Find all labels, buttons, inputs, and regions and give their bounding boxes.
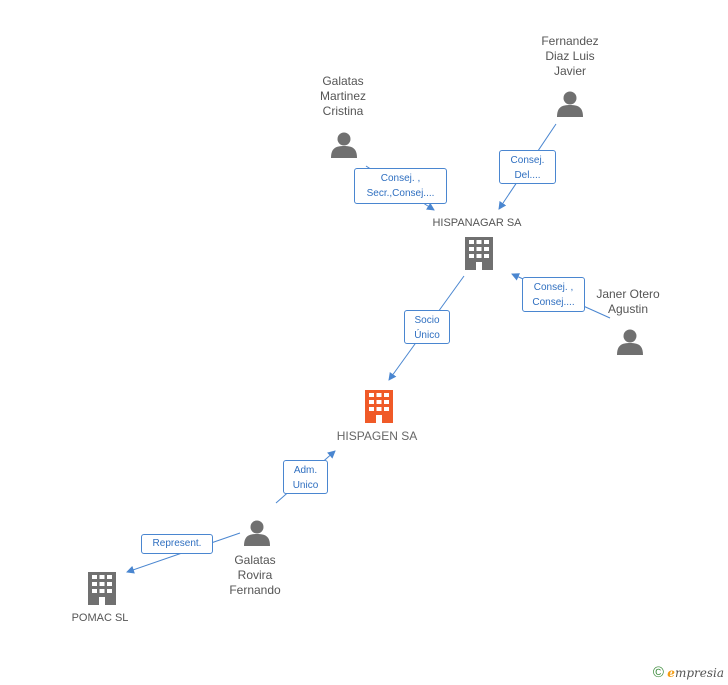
company-name-hispagen[interactable]: HISPAGEN SA (336, 429, 418, 443)
person-icon[interactable] (244, 520, 270, 547)
person-icon[interactable] (331, 132, 357, 159)
person-name-galatas-martinez[interactable]: Galatas Martinez Cristina (319, 74, 366, 118)
person-icon[interactable] (617, 329, 643, 356)
edge-label-galatas-martinez-hispanagar[interactable]: Consej. , Secr.,Consej.... (354, 168, 447, 204)
edge-label-galatas-rovira-hispagen[interactable]: Adm. Unico (283, 460, 328, 494)
brand-footer: © empresia (653, 664, 724, 681)
person-name-galatas-rovira[interactable]: Galatas Rovira Fernando (229, 553, 281, 597)
building-icon[interactable] (465, 237, 493, 270)
person-name-janer[interactable]: Janer Otero Agustin (596, 287, 660, 316)
person-icon[interactable] (557, 91, 583, 118)
brand-logo: empresia (667, 666, 724, 680)
person-name-fernandez[interactable]: Fernandez Diaz Luis Javier (541, 34, 599, 78)
building-icon[interactable] (88, 572, 116, 605)
edge-label-galatas-rovira-pomac[interactable]: Represent. (141, 534, 213, 554)
edge-label-fernandez-hispanagar[interactable]: Consej. Del.... (499, 150, 556, 184)
company-name-pomac[interactable]: POMAC SL (71, 612, 129, 624)
edge-label-hispanagar-hispagen[interactable]: Socio Único (404, 310, 450, 344)
company-name-hispanagar[interactable]: HISPANAGAR SA (432, 217, 522, 229)
copyright-icon: © (652, 664, 664, 681)
building-icon[interactable] (365, 390, 393, 423)
edge-label-janer-hispanagar[interactable]: Consej. , Consej.... (522, 277, 585, 312)
